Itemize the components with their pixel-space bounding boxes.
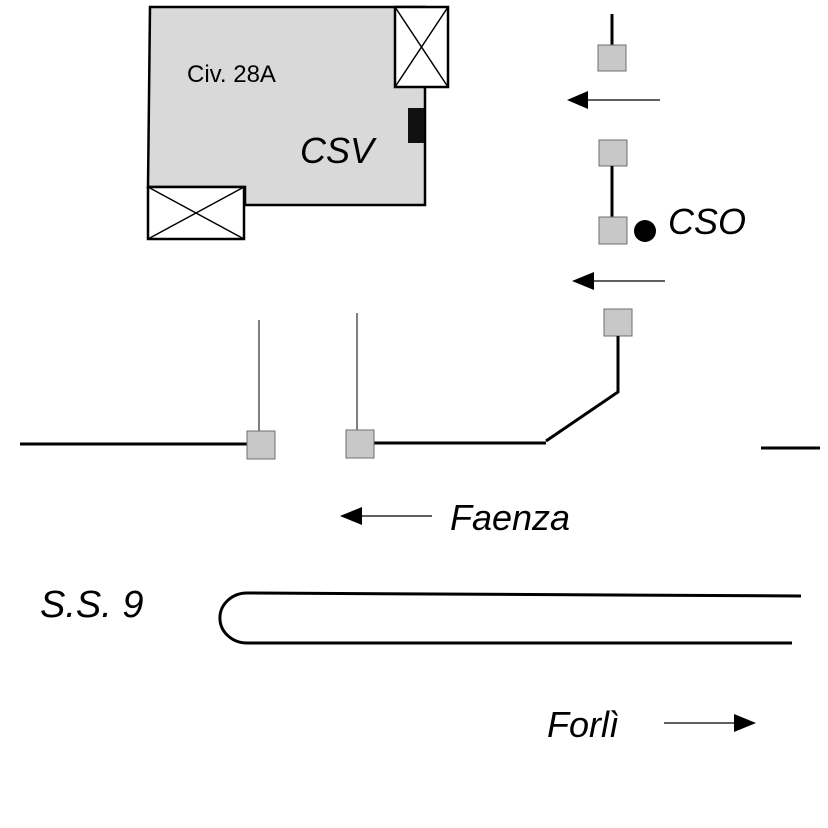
direction-forli: Forlì xyxy=(547,704,756,745)
building: Civ. 28A CSV xyxy=(146,5,450,241)
faenza-label: Faenza xyxy=(450,497,570,538)
road-label: S.S. 9 xyxy=(40,584,144,626)
direction-faenza: Faenza xyxy=(340,497,570,538)
branch-lower-pipe xyxy=(545,336,620,443)
building-outline xyxy=(146,5,427,207)
manhole-top xyxy=(597,44,627,72)
arrow-left-icon xyxy=(340,507,432,525)
flow-arrow-upper xyxy=(567,91,660,109)
manhole-main-left xyxy=(246,430,276,460)
forli-label: Forlì xyxy=(547,704,619,745)
road-outline xyxy=(218,591,802,645)
cso-point xyxy=(634,220,656,242)
csv-label: CSV xyxy=(300,130,377,171)
manhole-cso xyxy=(598,216,628,245)
cso-label: CSO xyxy=(668,201,746,242)
manhole-main-right xyxy=(345,429,375,459)
arrow-right-icon xyxy=(664,714,756,732)
flow-arrow-lower xyxy=(572,272,665,290)
main-sewer xyxy=(20,313,820,460)
road: S.S. 9 xyxy=(40,584,802,645)
crossed-box-top-right xyxy=(393,5,450,89)
civic-number-label: Civ. 28A xyxy=(187,61,276,88)
manhole-lower xyxy=(603,308,633,337)
crossed-box-bottom-left xyxy=(146,185,246,241)
csv-connection-marker xyxy=(408,108,424,143)
right-branch: CSO xyxy=(545,14,746,443)
manhole-middle xyxy=(598,139,628,167)
